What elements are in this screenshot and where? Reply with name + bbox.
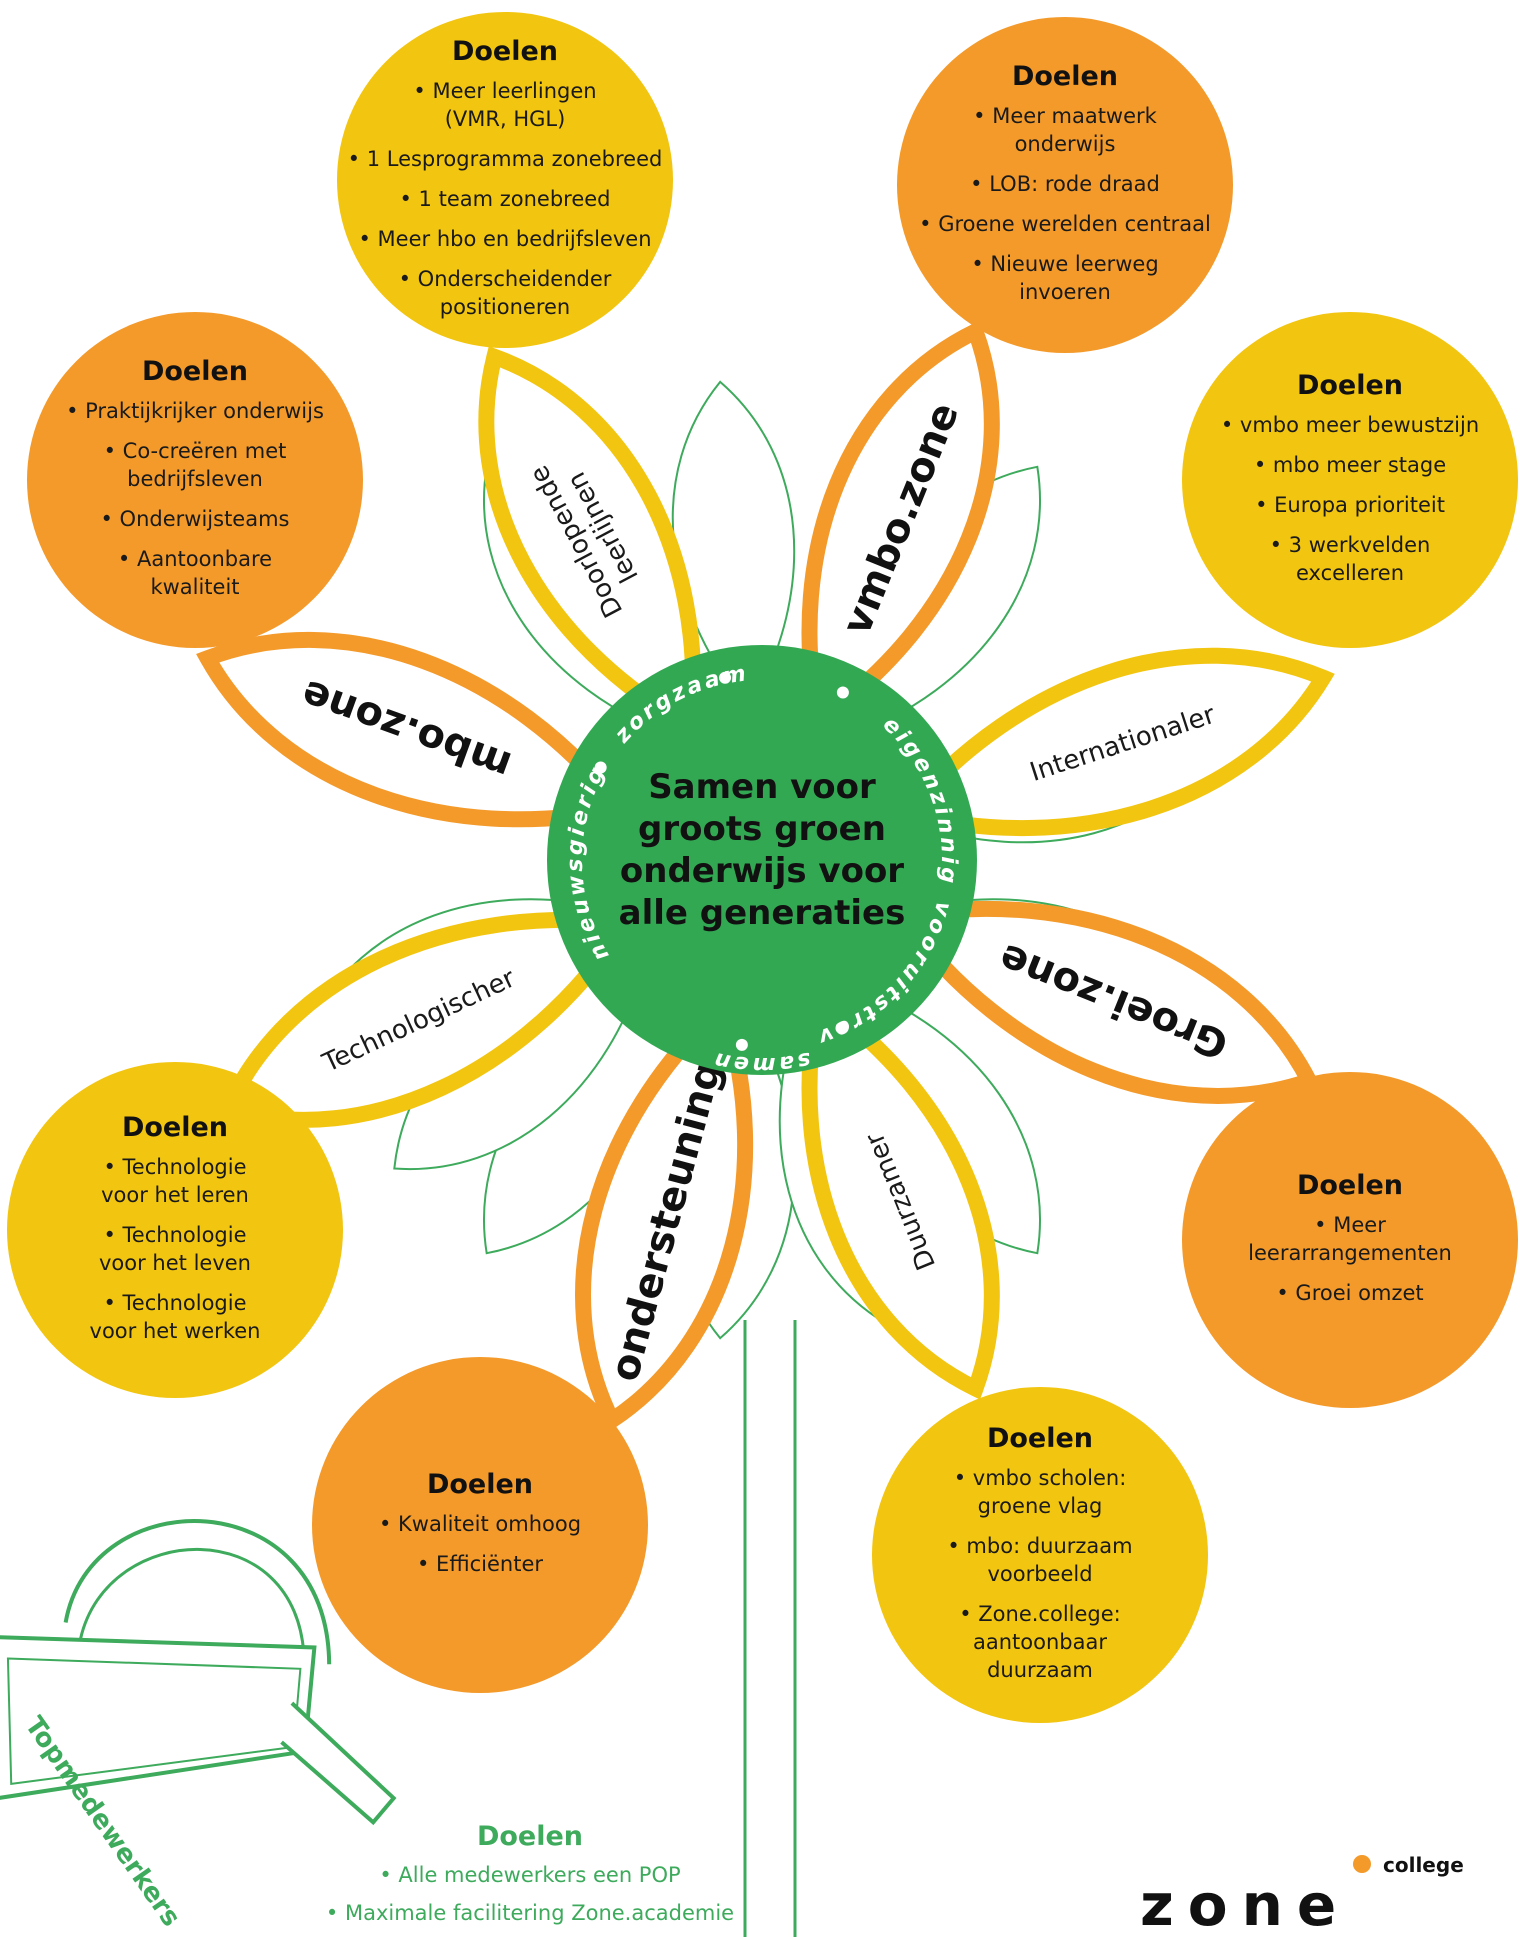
goal-circle: Doelen • Meer leerlingen (VMR, HGL) • 1 Les…	[337, 12, 673, 348]
goal-item: • Onderwijsteams	[101, 507, 290, 531]
goal-item: voor het leven	[99, 1251, 251, 1275]
center-circle	[547, 645, 977, 1075]
goal-circle: Doelen • Meer maatwerk onderwijs • LOB: rod…	[897, 17, 1233, 353]
flower-stem	[743, 1320, 797, 1937]
goal-title: Doelen	[122, 1112, 228, 1143]
logo-word: zone	[1140, 1871, 1350, 1937]
value-separator-dot	[735, 1038, 748, 1051]
can-spout	[280, 1701, 397, 1826]
goal-item: • 3 werkvelden	[1270, 533, 1431, 557]
goal-circle-bg	[1182, 312, 1518, 648]
goal-item: positioneren	[440, 295, 571, 319]
goal-item: • 1 Lesprogramma zonebreed	[348, 147, 663, 171]
category-petal: Internationaler	[890, 647, 1335, 837]
goal-item: leerarrangementen	[1248, 1241, 1452, 1265]
goal-item: • Technologie	[103, 1155, 246, 1179]
goal-title: Doelen	[452, 36, 558, 67]
goal-item: • Onderscheidender	[399, 267, 612, 291]
goal-item: • Zone.college:	[959, 1602, 1121, 1626]
category-petal: vmbo.zone	[801, 320, 1000, 735]
goal-item: • vmbo meer bewustzijn	[1221, 413, 1479, 437]
category-petal: Groei.zone	[886, 900, 1321, 1104]
goal-item: kwaliteit	[150, 575, 239, 599]
goal-circle-bg	[312, 1357, 648, 1693]
logo-sub: college	[1383, 1853, 1464, 1877]
center-heading: Samen voor	[648, 767, 876, 807]
goal-circle-bg	[1182, 1072, 1518, 1408]
goal-item: duurzaam	[987, 1658, 1093, 1682]
goal-item: invoeren	[1019, 280, 1111, 304]
goal-item: • Groene werelden centraal	[919, 212, 1211, 236]
can-goal-item: • Alle medewerkers een POP	[379, 1863, 680, 1887]
stem-line	[743, 1320, 797, 1937]
goal-item: • Groei omzet	[1276, 1281, 1423, 1305]
goal-item: • vmbo scholen:	[954, 1466, 1127, 1490]
value-separator-dot	[719, 671, 732, 684]
goal-circle: Doelen • vmbo scholen: groene vlag • mbo: d…	[872, 1387, 1208, 1723]
goal-title: Doelen	[1012, 61, 1118, 92]
goal-item: • Technologie	[103, 1291, 246, 1315]
goal-item: onderwijs	[1015, 132, 1116, 156]
goal-item: • Aantoonbare	[118, 547, 272, 571]
category-petal: Duurzamer	[801, 985, 1000, 1400]
goal-item: • Co-creëren met	[104, 439, 287, 463]
zone-college-logo: zone college	[1140, 1853, 1464, 1937]
goal-item: voor het leren	[101, 1183, 249, 1207]
goal-circle-bg	[27, 312, 363, 648]
category-petal: mbo.zone	[196, 632, 636, 828]
goal-item: • LOB: rode draad	[970, 172, 1160, 196]
goal-item: • Europa prioriteit	[1255, 493, 1445, 517]
goal-circles: Doelen • Meer leerlingen (VMR, HGL) • 1 Les…	[7, 12, 1518, 1723]
goal-title: Doelen	[987, 1423, 1093, 1454]
logo-dot	[1353, 1855, 1371, 1873]
value-separator-dot	[594, 761, 607, 774]
goal-item: voorbeeld	[987, 1562, 1092, 1586]
goal-item: • Efficiënter	[417, 1552, 543, 1576]
can-handle-inner	[78, 1547, 306, 1660]
goal-item: • Meer leerlingen	[413, 79, 596, 103]
goal-item: • mbo: duurzaam	[947, 1534, 1132, 1558]
goal-circle-bg	[897, 17, 1233, 353]
goal-item: (VMR, HGL)	[445, 107, 566, 131]
goal-item: aantoonbaar	[973, 1630, 1107, 1654]
goal-item: • Praktijkrijker onderwijs	[66, 399, 324, 423]
goal-circle: Doelen • Kwaliteit omhoog • Efficiënter	[312, 1357, 648, 1693]
goal-circle: Doelen • Meer leerarrangementen • Groei omz…	[1182, 1072, 1518, 1408]
value-separator-dot	[836, 686, 849, 699]
goal-item: • Meer hbo en bedrijfsleven	[358, 227, 651, 251]
center-heading: onderwijs voor	[620, 851, 904, 891]
goal-circle: Doelen • vmbo meer bewustzijn • mbo meer s…	[1182, 312, 1518, 648]
value-separator-dot	[835, 1022, 848, 1035]
goal-title: Doelen	[1297, 1170, 1403, 1201]
goal-circle: Doelen • Praktijkrijker onderwijs • Co-cre…	[27, 312, 363, 648]
category-petal: Technologischer	[216, 911, 640, 1128]
goal-item: bedrijfsleven	[127, 467, 263, 491]
center-heading: alle generaties	[619, 893, 906, 933]
goal-item: • Meer	[1314, 1213, 1386, 1237]
goal-circle-bg	[7, 1062, 343, 1398]
goal-item: • mbo meer stage	[1254, 453, 1446, 477]
goal-title: Doelen	[142, 356, 248, 387]
goal-circle: Doelen • Technologie voor het leren • Techn…	[7, 1062, 343, 1398]
can-goal-item: • Maximale facilitering Zone.academie	[326, 1901, 734, 1925]
goal-circle-bg	[872, 1387, 1208, 1723]
can-handle	[63, 1519, 332, 1665]
center-heading: groots groen	[638, 809, 886, 849]
goal-title: Doelen	[427, 1469, 533, 1500]
goal-item: • Kwaliteit omhoog	[379, 1512, 581, 1536]
goal-title: Doelen	[1297, 370, 1403, 401]
goal-item: • Technologie	[103, 1223, 246, 1247]
goal-item: voor het werken	[90, 1319, 261, 1343]
goal-item: groene vlag	[978, 1494, 1103, 1518]
goal-item: • Meer maatwerk	[973, 104, 1157, 128]
can-goal-title: Doelen	[477, 1821, 583, 1852]
goal-item: • Nieuwe leerweg	[971, 252, 1158, 276]
goal-item: • 1 team zonebreed	[399, 187, 610, 211]
goal-circle-bg	[337, 12, 673, 348]
goal-item: excelleren	[1296, 561, 1404, 585]
